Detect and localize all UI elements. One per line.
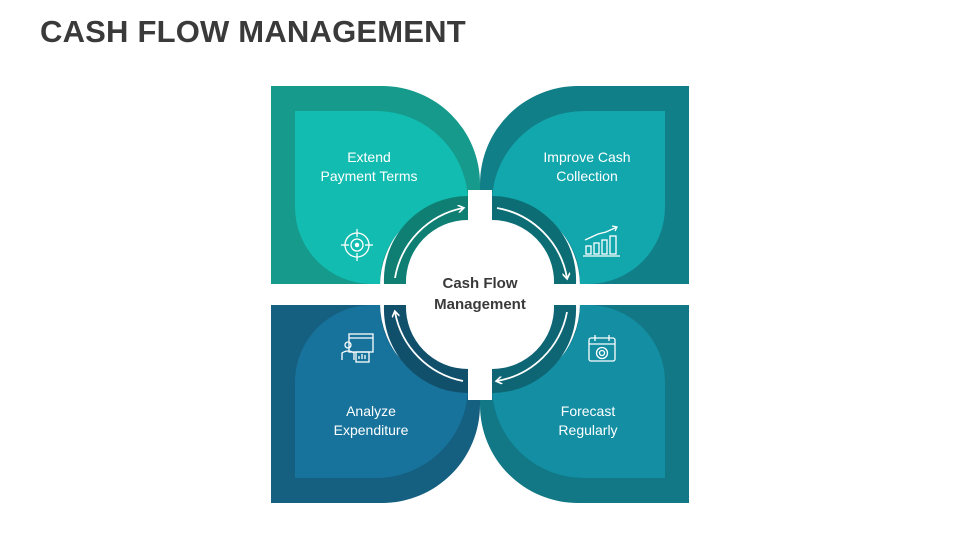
cycle-arrow-bottom-left: [395, 312, 464, 382]
petal-analyze-expenditure: [271, 303, 480, 503]
petal-improve-cash-collection: [480, 86, 689, 286]
petal-ring-segment: [492, 305, 577, 394]
slide-title: CASH FLOW MANAGEMENT: [40, 14, 466, 49]
petal-inner-shape: [492, 111, 665, 284]
petal-forecast-regularly: [480, 303, 689, 503]
cycle-arrow-top-right: [496, 207, 567, 278]
petal-inner-shape: [295, 305, 468, 478]
petal-extend-payment-terms: [271, 86, 480, 286]
petal-label-analyze-expenditure: Analyze Expenditure: [333, 403, 409, 438]
petal-label-forecast-regularly: Forecast Regularly: [558, 403, 618, 438]
center-circle: [408, 222, 552, 367]
petal-ring-segment: [492, 195, 577, 284]
growth-chart-icon: [583, 225, 620, 257]
calendar-icon: [588, 335, 616, 362]
petal-label-extend-payment-terms: Extend Payment Terms: [320, 149, 418, 184]
target-icon: [341, 229, 373, 261]
petal-ring-segment: [383, 195, 468, 284]
petal-label-improve-cash-collection: Improve Cash Collection: [543, 149, 631, 184]
center-label: Cash Flow Management: [434, 275, 526, 313]
petal-inner-shape: [492, 305, 665, 478]
analysis-icon: [341, 333, 374, 363]
petal-ring-segment: [383, 305, 468, 394]
petal-inner-shape: [295, 111, 468, 284]
cycle-arrow-top-left: [394, 208, 463, 279]
cycle-arrow-bottom-right: [497, 311, 568, 381]
